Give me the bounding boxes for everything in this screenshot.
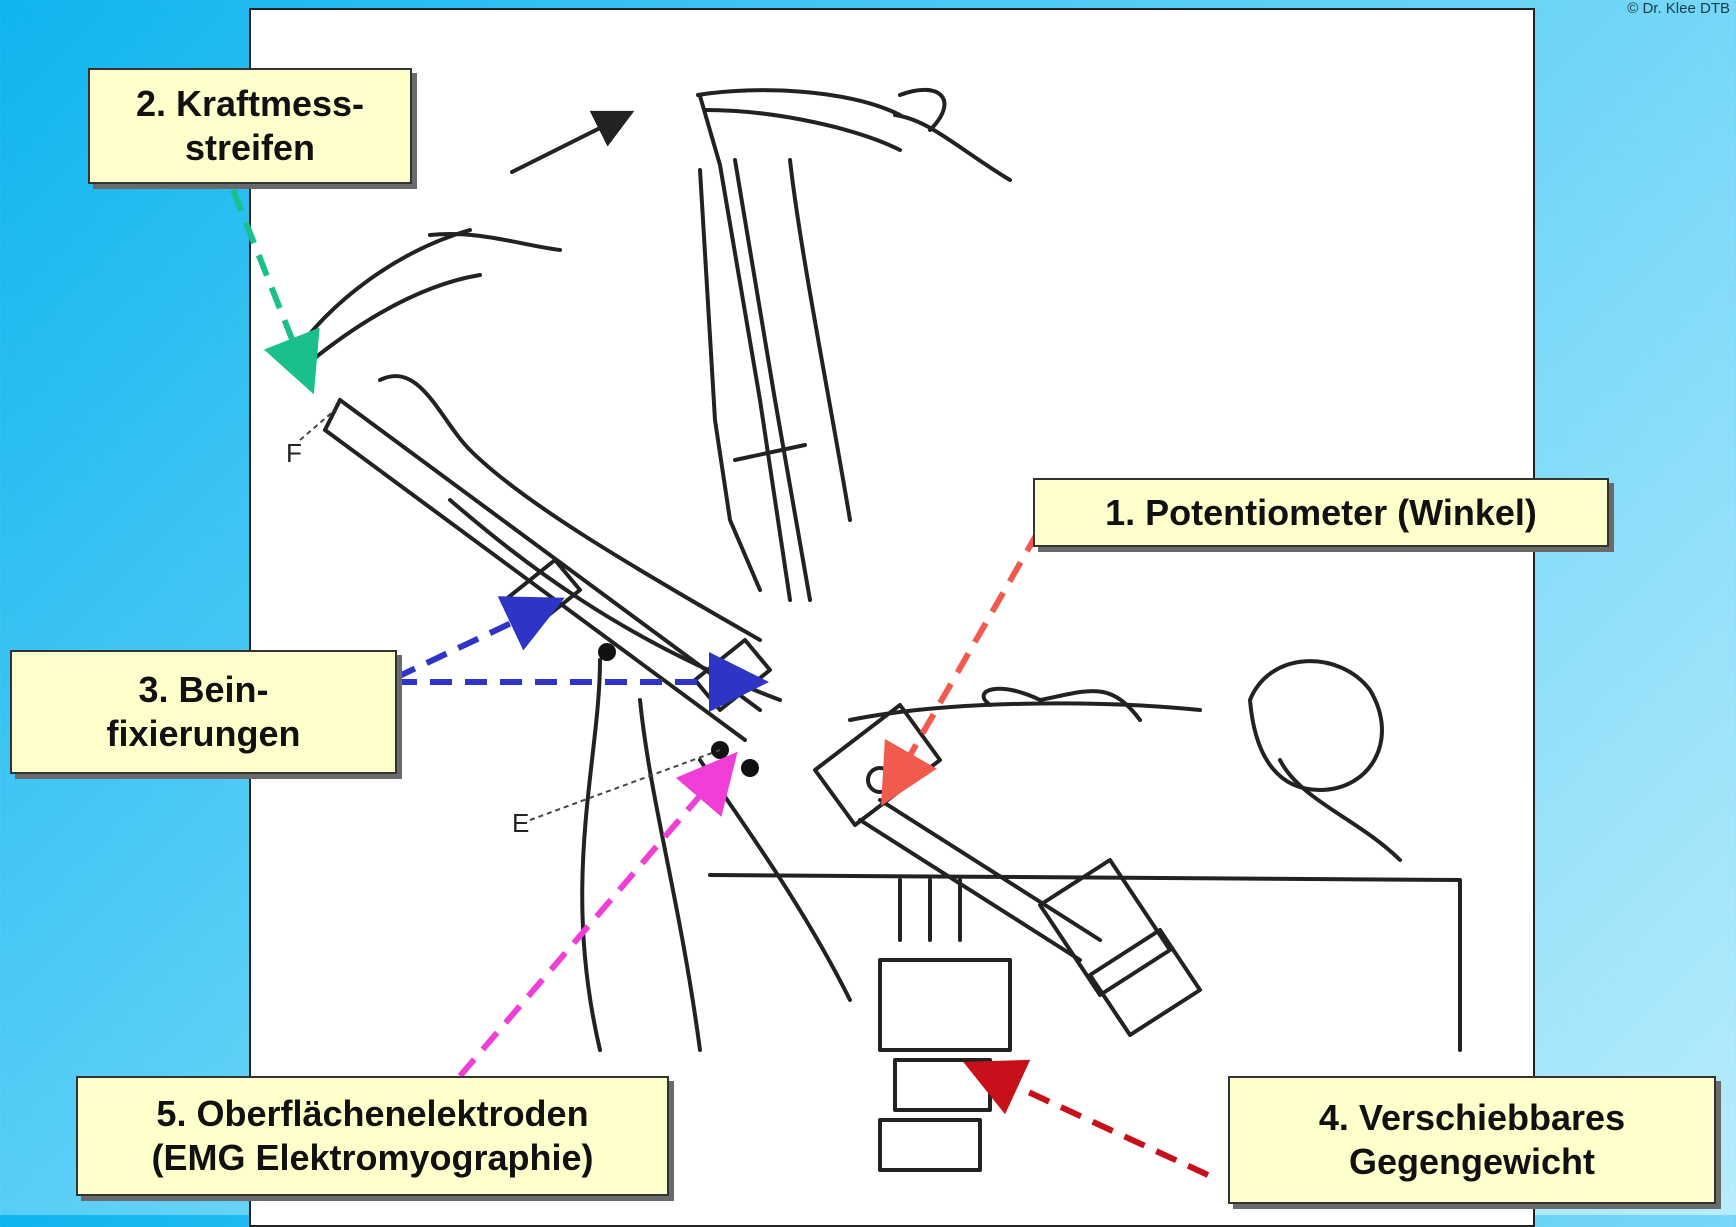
label-potentiometer: 1. Potentiometer (Winkel) xyxy=(1033,478,1609,547)
label-potentiometer-line1: 1. Potentiometer (Winkel) xyxy=(1105,491,1537,535)
label-beinfixierungen-line2: fixierungen xyxy=(106,712,300,756)
label-kraftmessstreifen-line2: streifen xyxy=(185,126,315,170)
label-beinfixierungen-line1: 3. Bein- xyxy=(138,668,268,712)
copyright-notice: © Dr. Klee DTB xyxy=(1627,0,1730,17)
label-beinfixierungen: 3. Bein- fixierungen xyxy=(10,650,397,774)
label-kraftmessstreifen-line1: 2. Kraftmess- xyxy=(136,82,364,126)
label-gegengewicht-line1: 4. Verschiebbares xyxy=(1319,1096,1625,1140)
label-oberflaechenelektroden: 5. Oberflächenelektroden (EMG Elektromyo… xyxy=(76,1076,669,1196)
label-gegengewicht-line2: Gegengewicht xyxy=(1349,1140,1595,1184)
label-kraftmessstreifen: 2. Kraftmess- streifen xyxy=(88,68,412,184)
label-oberflaechenelektroden-line2: (EMG Elektromyographie) xyxy=(151,1136,593,1180)
illustration-panel xyxy=(249,8,1535,1227)
label-gegengewicht: 4. Verschiebbares Gegengewicht xyxy=(1228,1076,1716,1204)
label-oberflaechenelektroden-line1: 5. Oberflächenelektroden xyxy=(156,1092,588,1136)
